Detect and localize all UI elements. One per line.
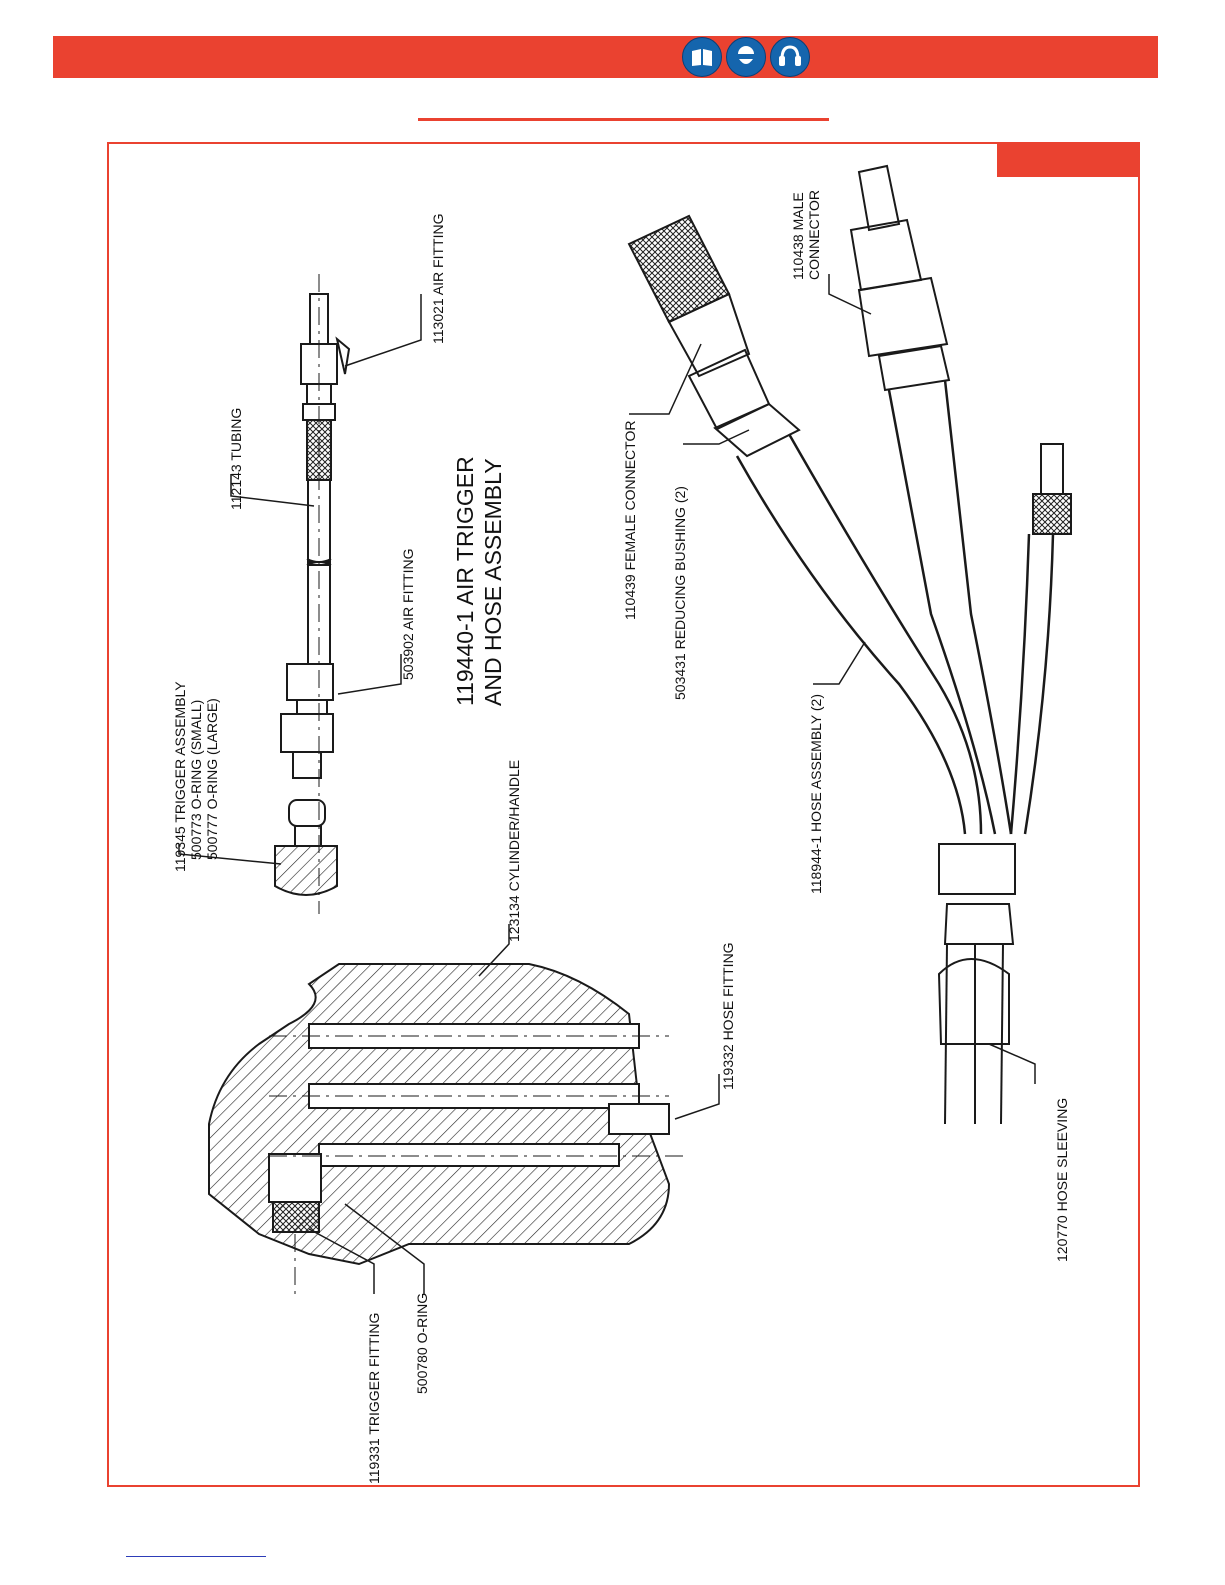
read-manual-icon bbox=[682, 37, 722, 77]
diagram-title-line2: AND HOSE ASSEMBLY bbox=[480, 458, 506, 706]
parts-diagram: 113021 AIR FITTING 112143 TUBING 503902 … bbox=[172, 164, 1072, 1484]
female-connector-110439-part bbox=[627, 214, 801, 458]
label-hose-assembly: 118944-1 HOSE ASSEMBLY (2) bbox=[808, 694, 824, 894]
hearing-protection-icon bbox=[770, 37, 810, 77]
title-rule bbox=[418, 118, 829, 121]
male-connector-110438-part bbox=[849, 164, 951, 392]
air-fitting-503902-part bbox=[280, 663, 334, 779]
frame-tab bbox=[997, 142, 1140, 177]
label-cylinder-handle: 123134 CYLINDER/HANDLE bbox=[506, 760, 522, 942]
label-oring-large: 500777 O-RING (LARGE) bbox=[204, 698, 220, 860]
label-female-connector: 110439 FEMALE CONNECTOR bbox=[622, 421, 638, 620]
label-tubing-112143: 112143 TUBING bbox=[228, 408, 244, 510]
label-male-connector-line1: 110438 MALE bbox=[790, 192, 806, 280]
label-air-fitting-503902: 503902 AIR FITTING bbox=[400, 549, 416, 681]
label-reducing-bushing: 503431 REDUCING BUSHING (2) bbox=[672, 486, 688, 700]
safety-icons bbox=[682, 37, 810, 79]
label-air-fitting-113021: 113021 AIR FITTING bbox=[430, 214, 446, 344]
air-fitting-113021-part bbox=[300, 293, 351, 421]
hose-sleeving-120770-part bbox=[937, 843, 1016, 1125]
label-oring-small: 500773 O-RING (SMALL) bbox=[188, 700, 204, 860]
label-hose-fitting: 119332 HOSE FITTING bbox=[720, 942, 736, 1090]
figure-frame bbox=[107, 142, 1140, 1487]
face-shield-icon bbox=[726, 37, 766, 77]
label-oring-500780: 500780 O-RING bbox=[414, 1293, 430, 1394]
label-hose-sleeving: 120770 HOSE SLEEVING bbox=[1054, 1098, 1070, 1262]
diagram-title-line1: 119440-1 AIR TRIGGER bbox=[452, 456, 478, 706]
label-trigger-assembly: 119345 TRIGGER ASSEMBLY bbox=[172, 681, 188, 872]
label-trigger-fitting: 119331 TRIGGER FITTING bbox=[366, 1313, 382, 1484]
label-male-connector-line2: CONNECTOR bbox=[806, 190, 822, 280]
footer-link-underline[interactable] bbox=[126, 1556, 266, 1557]
trigger-assembly-119345-part bbox=[274, 799, 338, 896]
header-bar bbox=[53, 36, 1158, 78]
